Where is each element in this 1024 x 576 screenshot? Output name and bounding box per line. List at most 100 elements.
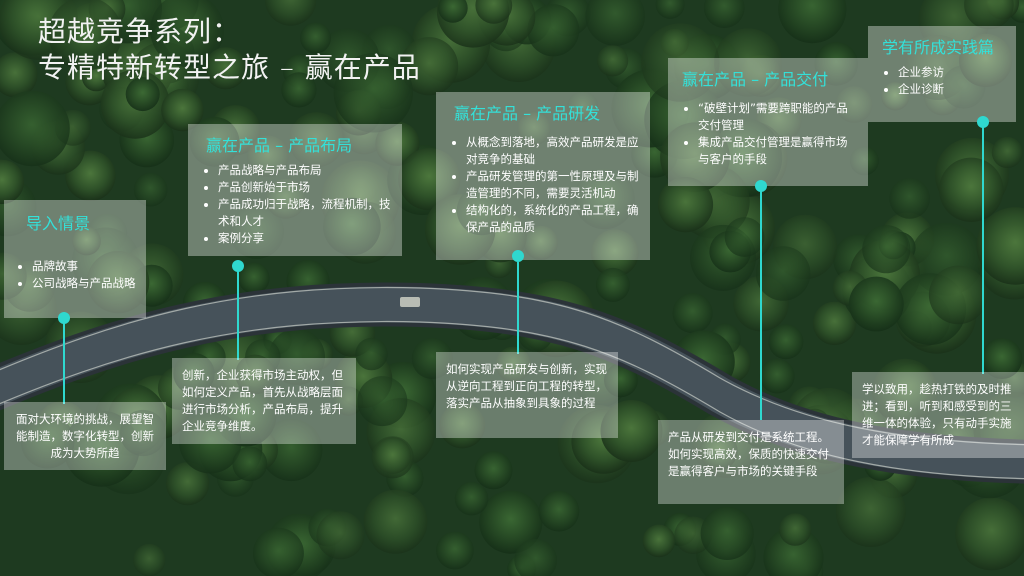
stage-note: 面对大环境的挑战，展望智能制造，数字化转型，创新成为大势所趋: [4, 402, 166, 470]
tree-canopy: [400, 37, 459, 96]
stage-heading: 赢在产品 – 产品交付: [682, 70, 829, 89]
tree-canopy: [204, 47, 247, 90]
tree-canopy: [371, 436, 414, 479]
tree-canopy: [166, 462, 210, 506]
tree-canopy: [268, 328, 325, 385]
tree-canopy: [848, 276, 904, 332]
tree-canopy: [475, 0, 513, 24]
tree-canopy: [814, 42, 858, 86]
list-item: 结构化的，系统化的产品工程，确保产品的品质: [466, 202, 640, 236]
tree-canopy: [479, 490, 543, 554]
tree-canopy: [133, 172, 168, 207]
tree-canopy: [456, 185, 507, 236]
tree-canopy: [232, 446, 268, 482]
list-item: 产品战略与产品布局: [218, 162, 392, 179]
tree-canopy: [835, 86, 873, 123]
tree-canopy: [991, 137, 1023, 168]
list-item: 从概念到落地，高效产品研发是应对竞争的基础: [466, 134, 640, 168]
tree-canopy: [300, 22, 331, 54]
stage-note: 创新，企业获得市场主动权，但如何定义产品，首先从战略层面进行市场分析，产品布局，…: [172, 358, 356, 444]
tree-canopy: [229, 204, 284, 259]
stage-card-practice: 学有所成实践篇 企业参访 企业诊断: [868, 26, 1016, 122]
list-item: 案例分享: [218, 230, 392, 247]
tree-canopy: [252, 527, 304, 576]
list-item: 品牌故事: [32, 258, 138, 275]
tree-canopy: [835, 477, 906, 547]
tree-canopy: [849, 146, 879, 176]
tree-canopy: [474, 451, 513, 490]
connector-line: [760, 190, 762, 420]
car: [400, 297, 420, 307]
tree-canopy: [724, 217, 765, 257]
tree-canopy: [125, 77, 160, 112]
tree-canopy: [179, 411, 242, 474]
stage-heading: 赢在产品 – 产品布局: [206, 136, 353, 155]
tree-canopy: [642, 524, 676, 558]
stage-note: 产品从研发到交付是系统工程。如何实现高效，保质的快速交付是赢得客户与市场的关键手…: [658, 420, 844, 504]
tree-canopy: [375, 121, 420, 166]
tree-canopy: [567, 91, 599, 123]
tree-canopy: [574, 168, 635, 230]
tree-canopy: [964, 0, 1014, 30]
tree-canopy: [150, 0, 224, 67]
connector-dot: [755, 180, 767, 192]
connector-dot: [232, 260, 244, 272]
tree-canopy: [260, 418, 323, 482]
tree-canopy: [238, 262, 270, 294]
tree-canopy: [48, 0, 123, 71]
tree-canopy: [357, 376, 408, 427]
tree-canopy: [173, 353, 215, 395]
tree-canopy: [862, 225, 911, 274]
tree-canopy: [514, 538, 558, 576]
tree-canopy: [517, 112, 551, 146]
tree-canopy: [316, 511, 365, 560]
tree-canopy: [398, 148, 461, 211]
connector-dot: [977, 116, 989, 128]
list-item: 企业参访: [898, 64, 1006, 81]
list-item: “破壁计划”需要跨职能的产品交付管理: [698, 100, 858, 134]
list-item: 产品研发管理的第一性原理及与制造管理的不同，需要灵活机动: [466, 168, 640, 202]
tree-canopy: [363, 489, 428, 554]
tree-canopy: [699, 431, 738, 471]
tree-canopy: [976, 207, 1024, 285]
title-line-2: 专精特新转型之旅 – 赢在产品: [38, 51, 421, 84]
tree-canopy: [235, 354, 275, 395]
tree-canopy: [189, 116, 240, 167]
tree-canopy: [768, 324, 804, 360]
tree-canopy: [523, 225, 558, 260]
tree-canopy: [755, 246, 811, 301]
connector-line: [517, 262, 519, 354]
connector-line: [63, 318, 65, 404]
tree-canopy: [120, 409, 167, 457]
tree-canopy: [436, 531, 474, 570]
stage-note: 如何实现产品研发与创新，实现从逆向工程到正向工程的转型，落实产品从抽象到具象的过…: [436, 352, 618, 438]
tree-canopy: [265, 178, 306, 219]
tree-canopy: [439, 402, 486, 449]
tree-canopy: [495, 346, 532, 383]
tree-canopy: [585, 0, 645, 46]
tree-canopy: [86, 250, 150, 314]
connector-line: [982, 126, 984, 374]
tree-canopy: [333, 386, 363, 416]
tree-canopy: [604, 363, 638, 398]
tree-canopy: [0, 52, 38, 98]
tree-canopy: [641, 23, 720, 102]
tree-canopy: [657, 177, 714, 233]
list-item: 产品创新始于市场: [218, 179, 392, 196]
tree-canopy: [955, 497, 1024, 571]
tree-canopy: [288, 112, 344, 168]
tree-canopy: [133, 543, 166, 576]
tree-canopy: [597, 45, 629, 77]
tree-canopy: [812, 301, 857, 346]
tree-canopy: [655, 0, 685, 19]
tree-canopy: [323, 197, 381, 256]
connector-dot: [512, 250, 524, 262]
stage-card-layout: 赢在产品 – 产品布局 产品战略与产品布局 产品创新始于市场 产品成功归于战略，…: [188, 124, 402, 256]
tree-canopy: [981, 338, 1023, 379]
page-title: 超越竞争系列： 专精特新转型之旅 – 赢在产品: [38, 14, 421, 86]
tree-canopy: [281, 72, 317, 108]
tree-canopy: [881, 82, 910, 111]
list-item: 集成产品交付管理是赢得市场与客户的手段: [698, 134, 858, 168]
tree-canopy: [333, 53, 413, 133]
